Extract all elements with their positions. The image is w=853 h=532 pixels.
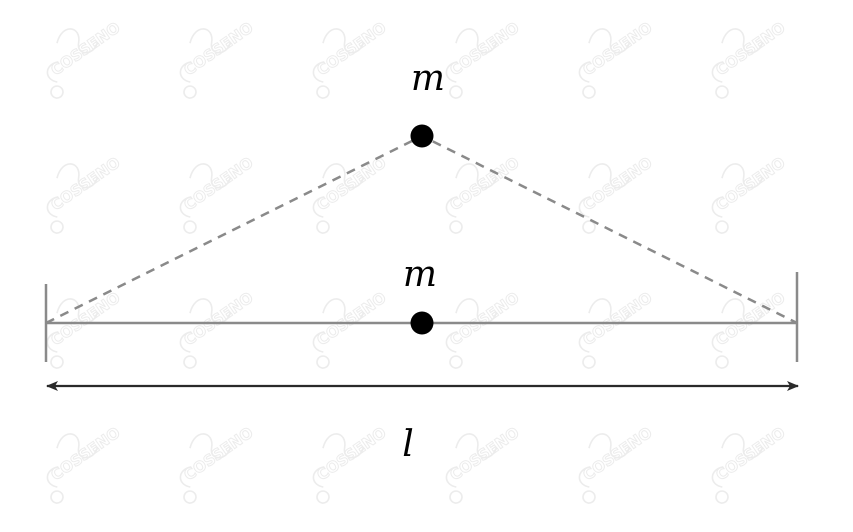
- watermark-logo: COSSENO: [423, 423, 523, 507]
- svg-text:COSSENO: COSSENO: [313, 18, 389, 79]
- watermark-logo: COSSENO: [290, 423, 390, 507]
- svg-text:COSSENO: COSSENO: [579, 18, 655, 79]
- watermark-logo: COSSENO: [556, 18, 656, 102]
- watermark-logo: COSSENO: [290, 18, 390, 102]
- svg-text:COSSENO: COSSENO: [712, 153, 788, 214]
- svg-text:COSSENO: COSSENO: [446, 288, 522, 349]
- watermark-logo: COSSENO: [556, 153, 656, 237]
- watermark-logo: COSSENO: [423, 153, 523, 237]
- watermark-logo: COSSENO: [157, 423, 257, 507]
- svg-text:COSSENO: COSSENO: [47, 288, 123, 349]
- svg-text:COSSENO: COSSENO: [579, 423, 655, 484]
- mass-label-top: m: [411, 58, 445, 99]
- length-label: l: [402, 424, 414, 465]
- svg-text:COSSENO: COSSENO: [313, 423, 389, 484]
- svg-text:COSSENO: COSSENO: [180, 153, 256, 214]
- svg-text:COSSENO: COSSENO: [47, 153, 123, 214]
- svg-text:COSSENO: COSSENO: [446, 153, 522, 214]
- svg-text:COSSENO: COSSENO: [180, 18, 256, 79]
- svg-text:COSSENO: COSSENO: [180, 423, 256, 484]
- mass-displaced: [410, 124, 434, 148]
- watermark-logo: COSSENO: [689, 18, 789, 102]
- svg-text:COSSENO: COSSENO: [446, 18, 522, 79]
- svg-text:COSSENO: COSSENO: [446, 423, 522, 484]
- svg-text:COSSENO: COSSENO: [180, 288, 256, 349]
- watermark-logo: COSSENO: [24, 153, 124, 237]
- watermark-logo: COSSENO: [689, 153, 789, 237]
- watermark-logo: COSSENO: [290, 153, 390, 237]
- watermark-logo: COSSENO: [556, 423, 656, 507]
- mass-label-bottom: m: [403, 254, 437, 295]
- svg-text:COSSENO: COSSENO: [47, 18, 123, 79]
- svg-text:COSSENO: COSSENO: [313, 288, 389, 349]
- svg-text:COSSENO: COSSENO: [712, 288, 788, 349]
- watermark-logo: COSSENO: [157, 18, 257, 102]
- svg-text:COSSENO: COSSENO: [579, 153, 655, 214]
- watermark-logo: COSSENO: [24, 423, 124, 507]
- mass-equilibrium: [410, 311, 434, 335]
- svg-text:COSSENO: COSSENO: [712, 18, 788, 79]
- watermark-logo: COSSENO: [24, 18, 124, 102]
- watermark-logo: COSSENO: [689, 423, 789, 507]
- svg-text:COSSENO: COSSENO: [712, 423, 788, 484]
- svg-text:COSSENO: COSSENO: [579, 288, 655, 349]
- svg-text:COSSENO: COSSENO: [47, 423, 123, 484]
